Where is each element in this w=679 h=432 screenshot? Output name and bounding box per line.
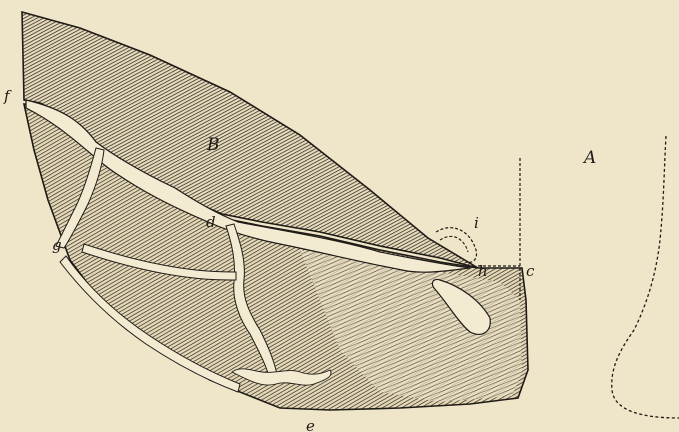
label-A: A — [582, 148, 596, 168]
label-e: e — [306, 417, 315, 432]
label-i: i — [474, 214, 479, 232]
label-h: h — [478, 262, 488, 280]
label-g: g — [52, 236, 62, 254]
label-B: B — [206, 135, 220, 155]
dashed-outline-a — [612, 136, 679, 418]
label-d: d — [206, 213, 216, 231]
label-c: c — [526, 262, 535, 280]
label-f: f — [3, 87, 12, 105]
